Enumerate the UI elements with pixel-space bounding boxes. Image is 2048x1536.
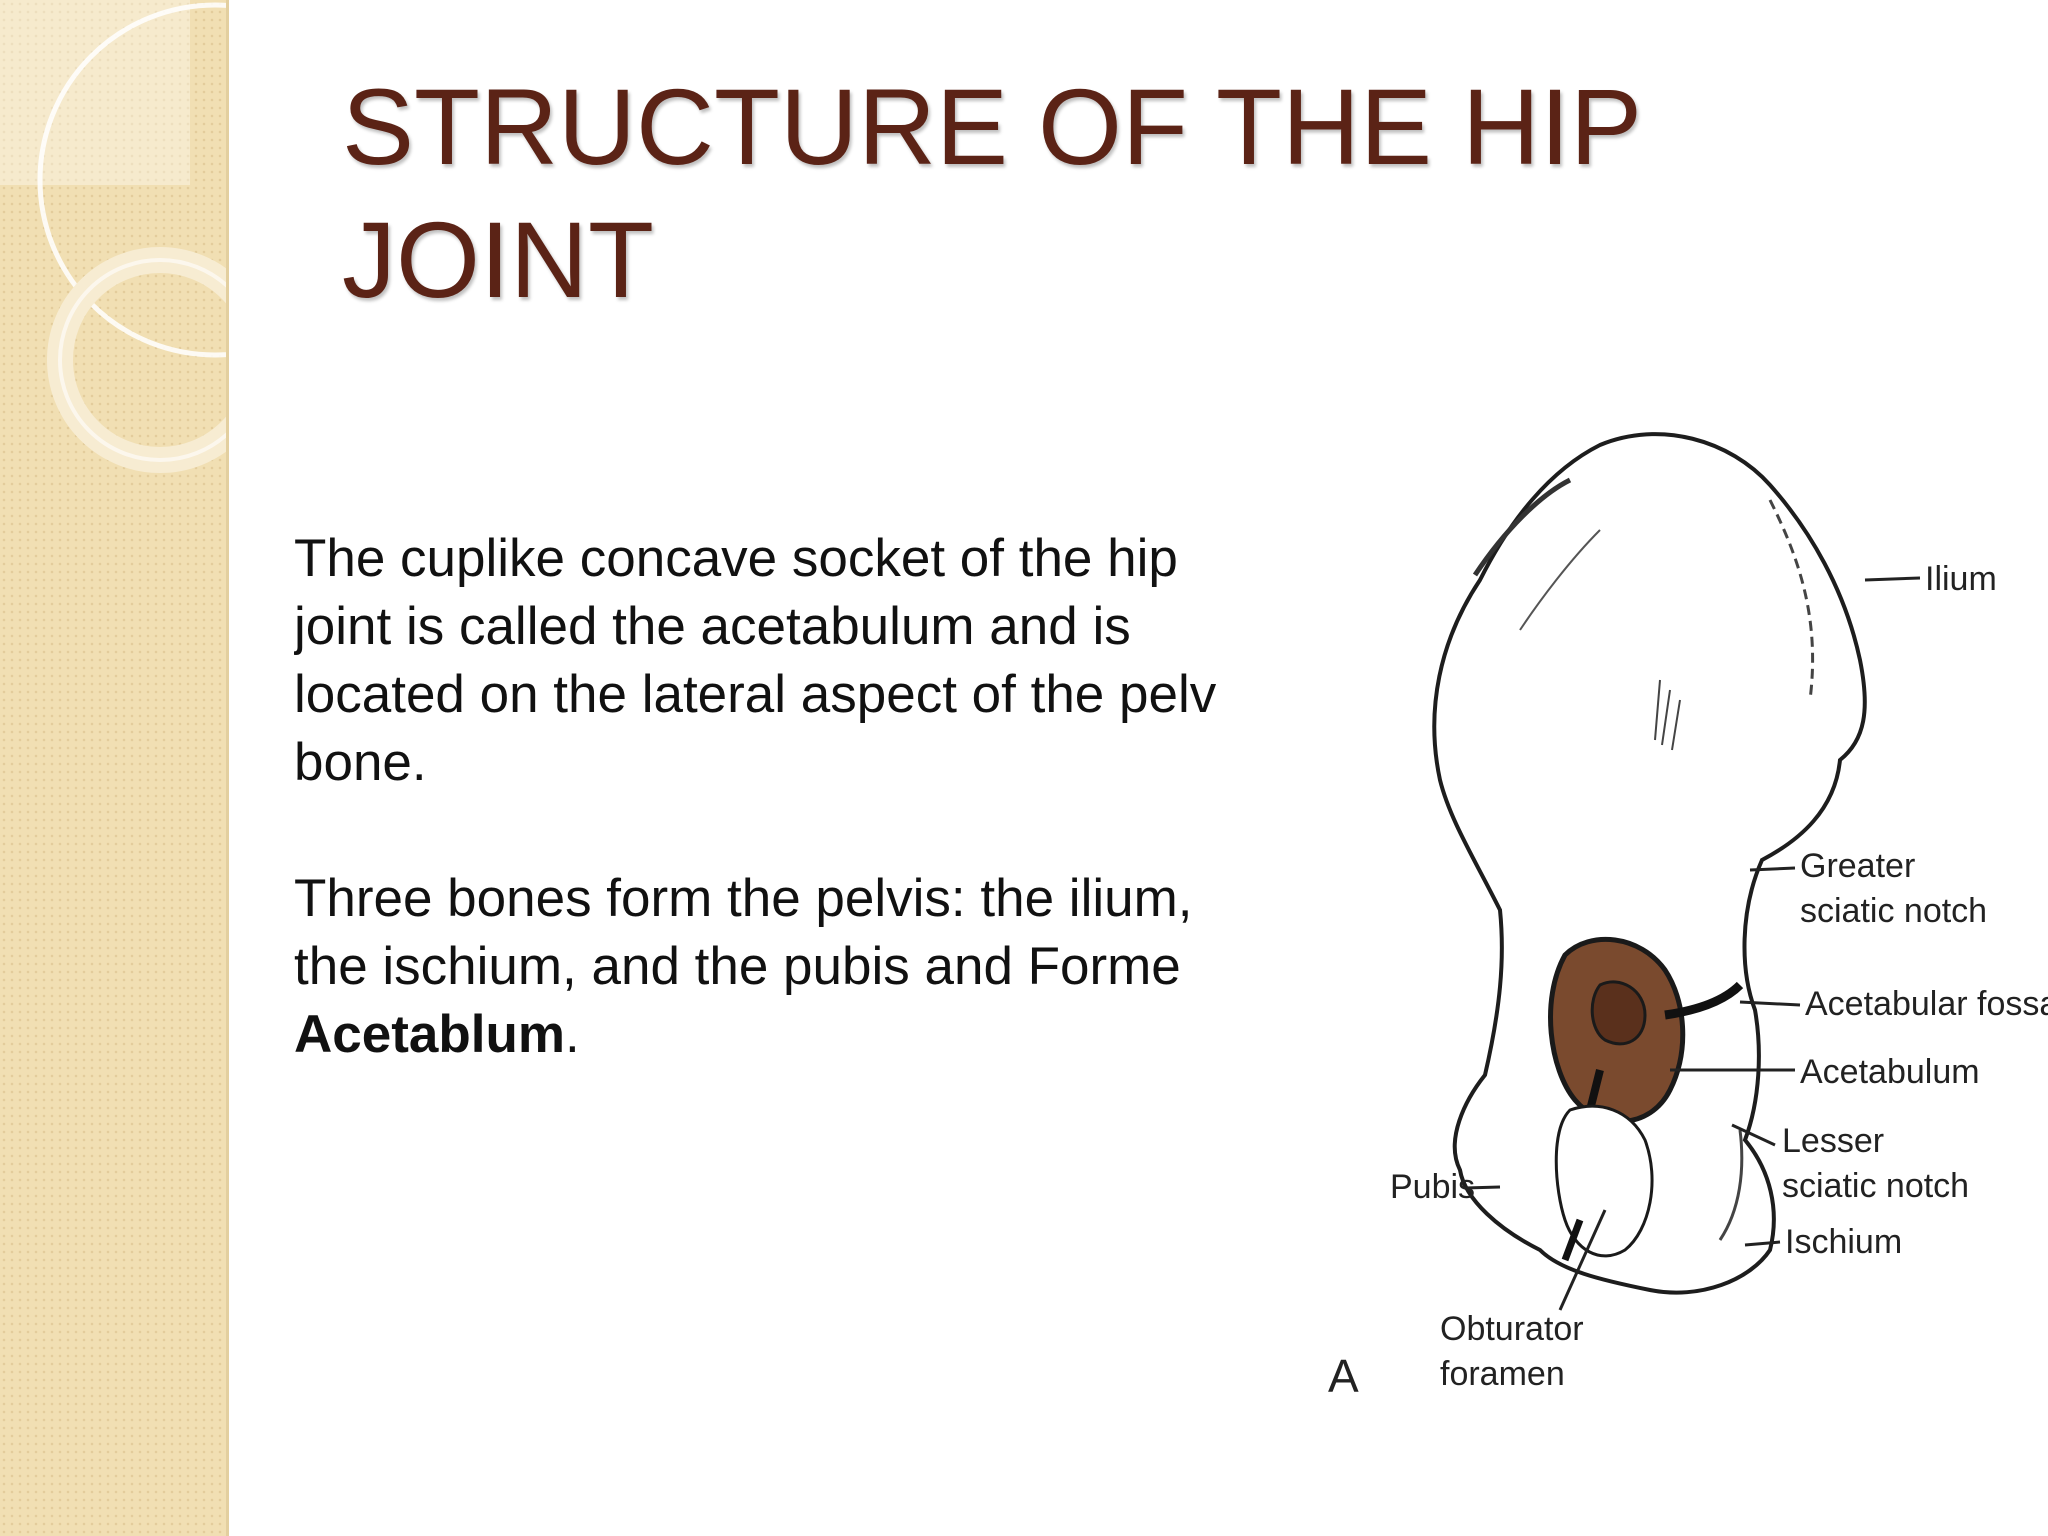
slide-title-line2: JOINT <box>342 199 654 320</box>
label-lesser-sciatic-notch-1: Lesser <box>1782 1122 1884 1160</box>
ischial-contour <box>1718 1129 1744 1241</box>
hip-bone-outline <box>1432 432 1867 1295</box>
label-greater-sciatic-notch-1: Greater <box>1800 847 1915 885</box>
label-ilium: Ilium <box>1925 560 1997 598</box>
label-acetabular-fossa: Acetabular fossa <box>1805 985 2048 1023</box>
paragraph1-line2: joint is called the acetabulum and is <box>294 597 1131 656</box>
paragraph2-line1: Three bones form the pelvis: the ilium, <box>294 869 1193 928</box>
ilium-hatch <box>1654 679 1681 751</box>
acetabular-fossa <box>1590 980 1647 1046</box>
body-text: The cuplike concave socket of the hip jo… <box>294 525 1264 1085</box>
label-obturator-foramen-2: foramen <box>1440 1355 1565 1393</box>
paragraph1-line1: The cuplike concave socket of the hip <box>294 529 1178 588</box>
obturator-foramen <box>1554 1104 1654 1258</box>
leader-lines <box>1464 576 1921 1311</box>
hip-bone-diagram: Ilium Greater sciatic notch Acetabular f… <box>1328 432 2048 1402</box>
label-ischium: Ischium <box>1785 1223 1902 1261</box>
ilium-shading <box>1519 529 1601 631</box>
slide-title-line1: STRUCTURE OF THE HIP <box>342 66 1643 187</box>
acetablum-bold-term: Acetablum <box>294 1005 565 1064</box>
paragraph2-line2: the ischium, and the pubis and Forme <box>294 937 1181 996</box>
obturator-groove <box>1561 1218 1584 1262</box>
paragraph2-line3: Acetablum. <box>294 1001 1264 1069</box>
paragraph1-line4: bone. <box>294 733 427 792</box>
paragraph1-line3: located on the lateral aspect of the pel… <box>294 665 1217 724</box>
fossa-groove <box>1664 981 1744 1020</box>
decorative-rings <box>0 0 226 473</box>
label-acetabulum: Acetabulum <box>1800 1053 1980 1091</box>
label-panel-a: A <box>1328 1350 1359 1402</box>
paragraph2-end: . <box>564 1005 580 1064</box>
ilium-ridge <box>1472 477 1572 577</box>
label-pubis: Pubis <box>1390 1168 1475 1206</box>
label-greater-sciatic-notch-2: sciatic notch <box>1800 892 1987 930</box>
label-obturator-foramen-1: Obturator <box>1440 1310 1584 1348</box>
iliac-crest-inner <box>1768 499 1815 701</box>
slide-title: STRUCTURE OF THE HIP JOINT <box>342 60 1792 326</box>
label-lesser-sciatic-notch-2: sciatic notch <box>1782 1167 1969 1205</box>
